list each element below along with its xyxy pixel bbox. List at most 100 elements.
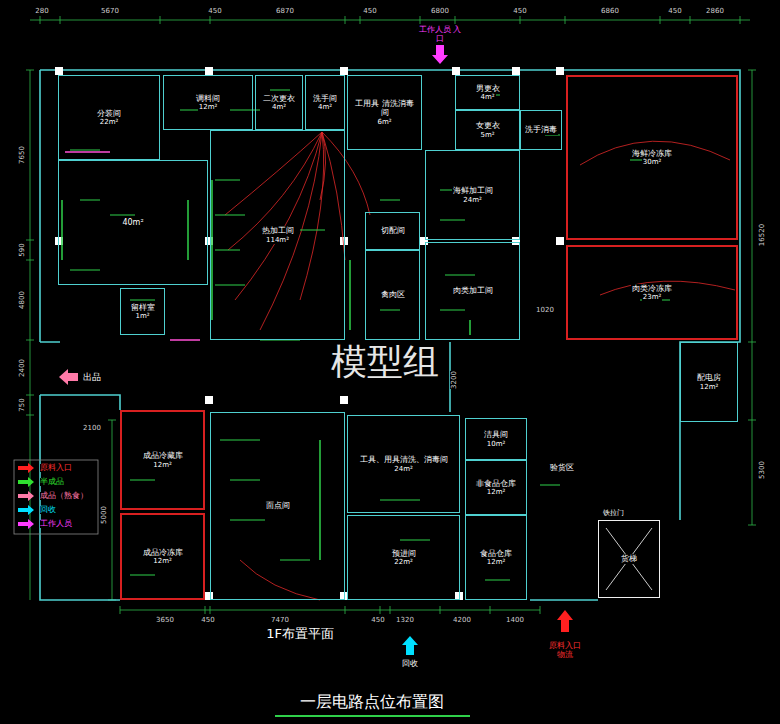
room-content: 肉类加工间: [426, 243, 519, 339]
room-box: 洗手消毒: [520, 110, 562, 150]
room-area: 1m²: [134, 312, 150, 320]
room-content: 工具、用具清洗、消毒间24m²: [348, 416, 459, 512]
legend-text: 工作人员: [40, 520, 72, 528]
dimension-text: 7470: [271, 616, 289, 624]
annotation: 1F布置平面: [266, 627, 334, 642]
room-box: 洁具间10m²: [465, 418, 527, 460]
dimension-text: 450: [513, 7, 526, 15]
room-area: 12m²: [486, 558, 507, 566]
room-area: 5m²: [479, 131, 495, 139]
room-content: 女更衣5m²: [456, 111, 519, 149]
legend-text: 原料入口: [40, 464, 72, 472]
room-area: 23m²: [642, 293, 663, 301]
room-name: 工用具 清洗消毒间: [351, 99, 418, 117]
dimension-text: 1400: [506, 616, 524, 624]
room-box: 海鲜冷冻库30m²: [566, 75, 738, 240]
room-name: 验货区: [549, 463, 575, 472]
room-content: 配电房12m²: [681, 343, 737, 421]
room-box: 男更衣4m²: [455, 75, 520, 110]
room-area: 10m²: [486, 440, 507, 448]
dimension-text: 7650: [18, 146, 26, 164]
room-name: 切配间: [380, 226, 406, 235]
room-box: 禽肉区: [365, 250, 420, 340]
room-name: 男更衣: [475, 84, 501, 93]
room-content: 非食品仓库12m²: [466, 461, 526, 514]
room-name: 非食品仓库: [475, 479, 517, 488]
room-box: 成品冷冻库12m²: [120, 513, 205, 600]
room-box: 海鲜加工间24m²: [425, 150, 520, 240]
room-content: 洗手间4m²: [306, 76, 344, 129]
room-content: 调料间12m²: [164, 76, 252, 129]
room-box: 验货区: [527, 420, 597, 515]
room-area: 6m²: [376, 118, 392, 126]
room-name: 面点间: [265, 501, 291, 510]
room-area: 12m²: [198, 103, 219, 111]
room-content: 禽肉区: [366, 251, 419, 339]
dimension-text: 5000: [100, 506, 108, 524]
room-area: 12m²: [152, 461, 173, 469]
room-name: 海鲜加工间: [452, 186, 494, 195]
room-name: 二次更衣: [262, 94, 296, 103]
room-name: 洗手消毒: [524, 125, 558, 134]
room-name: 预进间: [391, 549, 417, 558]
room-box: 成品冷藏库12m²: [120, 410, 205, 510]
room-name: 热加工间: [261, 226, 295, 235]
dimension-text: 16520: [758, 224, 766, 246]
dimension-text: 3650: [156, 616, 174, 624]
room-area: 4m²: [479, 93, 495, 101]
room-content: 成品冷藏库12m²: [122, 412, 203, 508]
room-content: 预进间22m²: [348, 516, 459, 599]
dimension-text: 4200: [453, 616, 471, 624]
room-content: 男更衣4m²: [456, 76, 519, 109]
dimension-text: 1320: [396, 616, 414, 624]
room-box: 调料间12m²: [163, 75, 253, 130]
annotation: 出品: [83, 372, 101, 382]
room-name: 分装间: [96, 109, 122, 118]
room-area: 114m²: [265, 236, 290, 244]
room-area: 12m²: [486, 488, 507, 496]
room-content: 成品冷冻库12m²: [122, 515, 203, 598]
room-area: 22m²: [99, 118, 120, 126]
room-name: 洁具间: [483, 430, 509, 439]
room-box: 工具、用具清洗、消毒间24m²: [347, 415, 460, 513]
room-name: 工具、用具清洗、消毒间: [359, 455, 449, 464]
annotation: 铁拉门: [603, 509, 624, 517]
room-box: 40m²: [58, 160, 208, 285]
dimension-text: 750: [18, 398, 26, 411]
room-content: 分装间22m²: [59, 76, 159, 159]
room-box: 食品仓库12m²: [465, 515, 527, 600]
room-box: 留样室1m²: [120, 288, 165, 335]
room-box: 分装间22m²: [58, 75, 160, 160]
room-box: 配电房12m²: [680, 342, 738, 422]
legend-text: 半成品: [40, 478, 64, 486]
room-area: 24m²: [462, 196, 483, 204]
room-content: 切配间: [366, 213, 419, 249]
dimension-text: 590: [18, 243, 26, 256]
room-name: 成品冷藏库: [142, 451, 184, 460]
room-name: 海鲜冷冻库: [631, 149, 673, 158]
room-area: 12m²: [152, 557, 173, 565]
room-name: 食品仓库: [479, 549, 513, 558]
room-content: 工用具 清洗消毒间6m²: [348, 76, 421, 149]
drawing-title: 一层电路点位布置图: [300, 692, 444, 713]
room-name: 肉类冷冻库: [631, 284, 673, 293]
room-area: 22m²: [393, 558, 414, 566]
dimension-text: 450: [668, 7, 681, 15]
room-content: 洁具间10m²: [466, 419, 526, 459]
dimension-text: 1020: [536, 306, 554, 314]
room-name: 禽肉区: [380, 290, 406, 299]
room-content: 洗手消毒: [521, 111, 561, 149]
annotation: 工作人员 入口: [418, 25, 462, 43]
room-box: 二次更衣4m²: [255, 75, 303, 130]
room-name: 洗手间: [312, 94, 338, 103]
room-box: 肉类冷冻库23m²: [566, 245, 738, 340]
room-name: 肉类加工间: [452, 286, 494, 295]
room-name: 配电房: [696, 373, 722, 382]
legend-text: 成品（熟食）: [40, 492, 88, 500]
dimension-text: 4800: [18, 291, 26, 309]
dimension-text: 3200: [450, 371, 458, 389]
room-area: 4m²: [317, 103, 333, 111]
room-content: 验货区: [527, 420, 597, 515]
dimension-text: 5300: [758, 461, 766, 479]
